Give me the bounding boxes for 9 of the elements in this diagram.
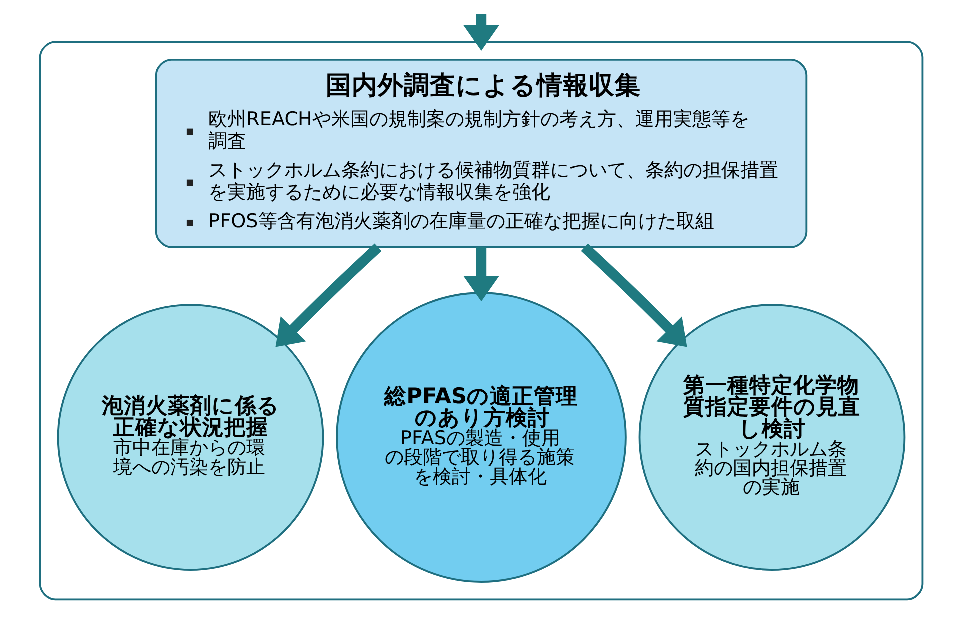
node-box: 国内外調査による情報収集 欧州REACHや米国の規制案の規制方針の考え方、運用実態等を調査 ストックホルム条約における候補物質群について、条約の担保措置を実施するために必要な情報収集を強化 PFOS等含有泡消火薬剤の在庫量の正確な把握に向けた取組 (154, 58, 808, 248)
arrow (580, 244, 687, 348)
arrow (275, 244, 382, 348)
node-circle: 第一種特定化学物質指定要件の見直し検討 ストックホルム条約の国内担保措置の実施 (638, 304, 906, 571)
node-circle: 泡消火薬剤に係る正確な状況把握 市中在庫からの環境への汚染を防止 (56, 304, 324, 571)
cluster (38, 41, 924, 601)
node-circle: 総PFASの適正管理のあり方検討 PFASの製造・使用の段階で取り得る施策を検討・具体化 (336, 292, 626, 583)
arrow (463, 14, 499, 51)
arrow (463, 247, 499, 302)
